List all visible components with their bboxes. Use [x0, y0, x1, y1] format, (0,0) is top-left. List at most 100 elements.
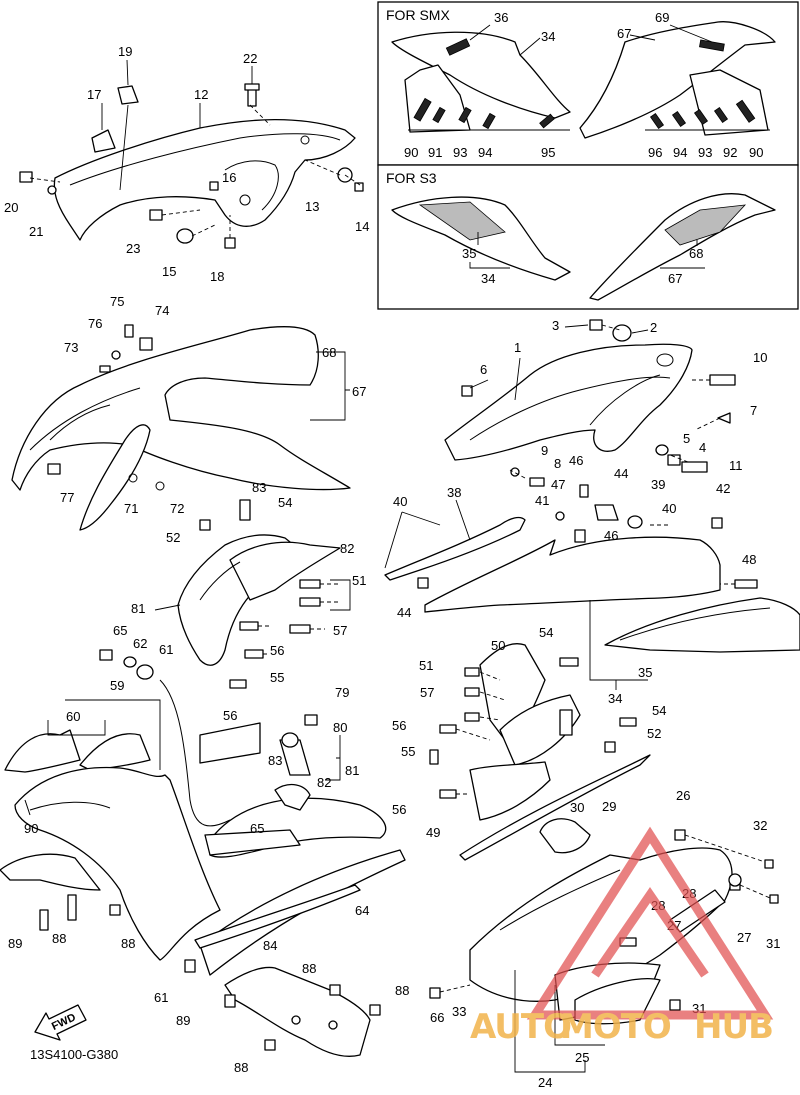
callout-79: 81: [345, 763, 359, 778]
callout-24: 24: [538, 1075, 552, 1090]
tank-cover-assembly: [19, 83, 364, 249]
callout-6: 6: [480, 362, 487, 377]
callout-41: 41: [535, 493, 549, 508]
callout-57b: 57: [420, 685, 434, 700]
callout-30: 30: [570, 800, 584, 815]
callout-88: 90: [24, 821, 38, 836]
callout-84: 83: [252, 480, 266, 495]
callout-55: 55: [270, 670, 284, 685]
side-cover-left: [11, 324, 351, 531]
callouts-mid-left: 75 74 76 73 68 67 77 71 72: [60, 294, 366, 516]
callout-72: 73: [64, 340, 78, 355]
side-cover-right-assembly: [444, 319, 736, 487]
watermark-hub: HUB: [694, 1007, 773, 1047]
callout-86e: 88: [234, 1060, 248, 1075]
inner-panel-assembly: [177, 499, 341, 689]
callouts-top-right: 3 2 1 6 10 7 5 4 11 9 8: [469, 318, 767, 473]
callout-47: 47: [551, 477, 565, 492]
callout-14: 14: [355, 219, 369, 234]
callout-48: 48: [742, 552, 756, 567]
callout-16: 16: [222, 170, 236, 185]
callout-87b: 89: [176, 1013, 190, 1028]
callout-68-s3: 68: [689, 246, 703, 261]
callout-91: 91: [428, 145, 442, 160]
callout-94b: 94: [673, 145, 687, 160]
watermark-moto: MOTO: [560, 1007, 671, 1047]
callout-46: 46: [569, 453, 583, 468]
callout-33: 33: [452, 1004, 466, 1019]
callout-42: 42: [716, 481, 730, 496]
callout-81: 83: [268, 753, 282, 768]
callout-31: 31: [766, 936, 780, 951]
callout-35: 35: [638, 665, 652, 680]
callout-52b: 52: [647, 726, 661, 741]
callout-56c: 56: [392, 718, 406, 733]
callout-66: 66: [430, 1010, 444, 1025]
callout-34: 34: [541, 29, 555, 44]
callout-61: 61: [159, 642, 173, 657]
callout-92: 92: [723, 145, 737, 160]
callout-95: 95: [541, 145, 555, 160]
callout-59: 60: [66, 709, 80, 724]
callout-67: 67: [352, 384, 366, 399]
callout-58: 59: [110, 678, 124, 693]
callout-94: 94: [478, 145, 492, 160]
callout-51b: 51: [419, 658, 433, 673]
callout-4: 4: [699, 440, 706, 455]
callout-86b: 88: [121, 936, 135, 951]
callout-39: 40: [662, 501, 676, 516]
callout-9: 9: [541, 443, 548, 458]
callout-2: 2: [650, 320, 657, 335]
callout-57: 57: [333, 623, 347, 638]
callout-93b: 93: [698, 145, 712, 160]
callout-43: 44: [614, 466, 628, 481]
callout-96: 96: [648, 145, 662, 160]
callout-56b: 56: [223, 708, 237, 723]
callout-45: 46: [604, 528, 618, 543]
callout-93: 93: [453, 145, 467, 160]
callout-1: 1: [514, 340, 521, 355]
callout-7: 7: [750, 403, 757, 418]
callout-68: 68: [322, 345, 336, 360]
callout-53: 54: [539, 625, 553, 640]
callouts-mid-right: 40 38 46 47 41 44 39 40 42 46 48 44 35 3…: [384, 453, 756, 706]
callout-18: 18: [210, 269, 224, 284]
callout-34-s3: 34: [481, 271, 495, 286]
callout-55b: 55: [401, 744, 415, 759]
callout-62: 62: [133, 636, 147, 651]
callout-87: 89: [8, 936, 22, 951]
callout-83: 82: [340, 541, 354, 556]
callout-3: 3: [552, 318, 559, 333]
callout-35-s3: 35: [462, 246, 476, 261]
callout-21: 21: [29, 224, 43, 239]
callouts-bottom-left: 59 60 79 80 83 81 82 65 64 90 89 88 88 6…: [8, 678, 369, 1005]
callout-80: 82: [317, 775, 331, 790]
callout-19: 19: [118, 44, 132, 59]
callout-22: 22: [243, 51, 257, 66]
watermark-logo: AUTO MOTO HUB: [470, 826, 774, 1047]
inset-s3: FOR S3 35 34 68 67: [377, 164, 799, 310]
callout-5: 5: [683, 431, 690, 446]
callout-51: 51: [352, 573, 366, 588]
drawing-code: 13S4100-G380: [30, 1047, 118, 1062]
callouts-middle: 83 54 52 82 51 81 57 56 55 56 65 62 61: [113, 480, 366, 723]
lower-fairing-right: [429, 643, 779, 1073]
callout-23: 23: [126, 241, 140, 256]
inset-smx: FOR SMX 36 34 67 69 90 91 93 94 95: [377, 1, 799, 166]
callout-90: 90: [404, 145, 418, 160]
callout-86d: 88: [395, 983, 409, 998]
callout-77: 79: [335, 685, 349, 700]
callout-75: 76: [88, 316, 102, 331]
fwd-arrow-icon: FWD: [34, 1004, 87, 1041]
callout-29: 29: [602, 799, 616, 814]
callout-12: 12: [194, 87, 208, 102]
callout-64: 65: [250, 821, 264, 836]
callout-70: 71: [124, 501, 138, 516]
callout-49: 49: [426, 825, 440, 840]
callout-50: 50: [491, 638, 505, 653]
callout-37: 38: [447, 485, 461, 500]
bracket-88: [0, 853, 121, 931]
callout-74: 75: [110, 294, 124, 309]
